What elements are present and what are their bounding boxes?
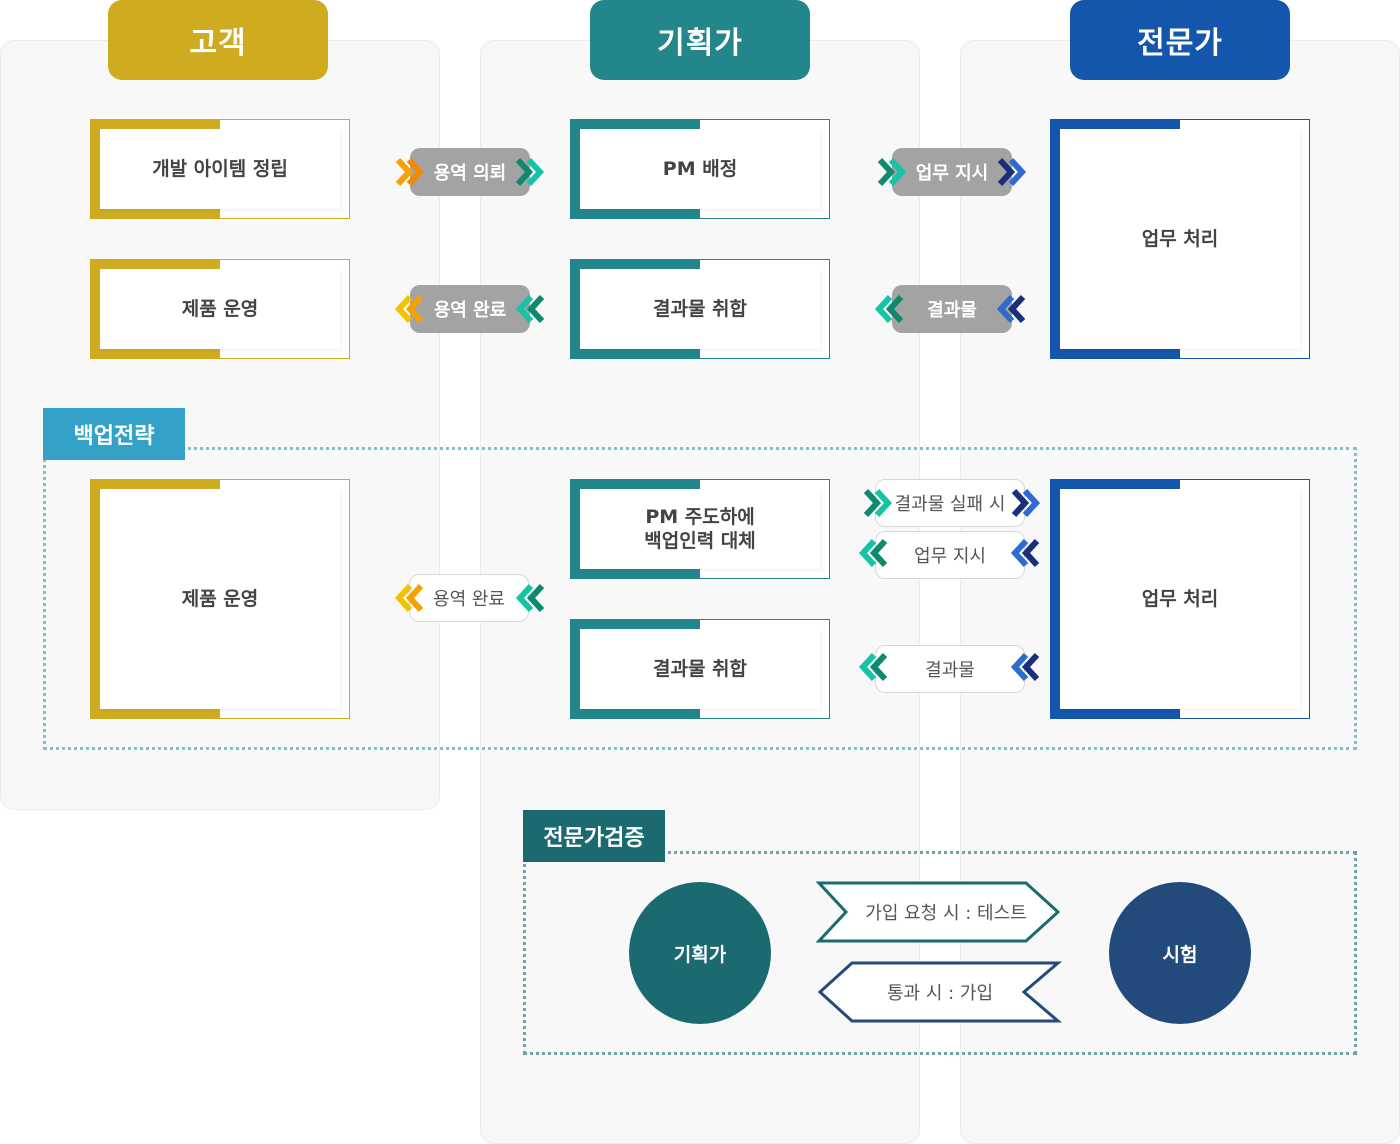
customer-item-label: 개발 아이템 정립 [100, 129, 340, 209]
arrow-right-label: 가입 요청 시 : 테스트 [865, 903, 1027, 924]
backup-planner-pm-line2: 백업인력 대체 [644, 530, 756, 552]
chevron-left-icon [515, 583, 545, 613]
request-pill: 용역 의뢰 [410, 148, 530, 196]
chevron-right-icon [515, 157, 545, 187]
backup-fail-pill-label: 결과물 실패 시 [894, 494, 1006, 515]
backup-result-pill-label: 결과물 [925, 660, 975, 681]
order-pill: 업무 지시 [892, 148, 1012, 196]
chevron-right-icon [877, 157, 907, 187]
expert-process-label: 업무 처리 [1060, 129, 1300, 349]
chevron-right-icon [863, 488, 893, 518]
chevron-right-icon [997, 157, 1027, 187]
request-pill-label: 용역 의뢰 [433, 163, 507, 184]
planner-header: 기획가 [590, 0, 810, 80]
planner-collect-box: 결과물 취합 [570, 259, 830, 359]
customer-operate-box: 제품 운영 [90, 259, 350, 359]
planner-collect-label: 결과물 취합 [580, 269, 820, 349]
backup-order-pill: 업무 지시 [875, 531, 1025, 579]
result-pill-label: 결과물 [927, 300, 977, 321]
order-pill-label: 업무 지시 [915, 163, 989, 184]
planner-pm-label: PM 배정 [580, 129, 820, 209]
backup-customer-box: 제품 운영 [90, 479, 350, 719]
chevron-left-icon [996, 294, 1026, 324]
backup-expert-box: 업무 처리 [1050, 479, 1310, 719]
chevron-right-icon [395, 157, 425, 187]
backup-expert-label: 업무 처리 [1060, 489, 1300, 709]
backup-tag: 백업전략 [43, 408, 185, 460]
verify-tag: 전문가검증 [523, 810, 665, 862]
customer-item-box: 개발 아이템 정립 [90, 119, 350, 219]
backup-planner-collect-box: 결과물 취합 [570, 619, 830, 719]
backup-order-pill-label: 업무 지시 [914, 546, 986, 567]
verify-section-border [523, 851, 1357, 1055]
planner-pm-box: PM 배정 [570, 119, 830, 219]
chevron-left-icon [394, 583, 424, 613]
chevron-left-icon [1010, 538, 1040, 568]
chevron-left-icon [515, 294, 545, 324]
backup-complete-pill: 용역 완료 [409, 574, 529, 622]
chevron-left-icon [858, 652, 888, 682]
expert-header: 전문가 [1070, 0, 1290, 80]
chevron-left-icon [858, 538, 888, 568]
chevron-left-icon [874, 294, 904, 324]
backup-fail-pill: 결과물 실패 시 [875, 479, 1025, 527]
complete-pill: 용역 완료 [410, 285, 530, 333]
exam-circle: 시험 [1109, 882, 1251, 1024]
customer-header: 고객 [108, 0, 328, 80]
chevron-left-icon [1010, 652, 1040, 682]
expert-process-box: 업무 처리 [1050, 119, 1310, 359]
backup-planner-pm-line1: PM 주도하에 [645, 506, 755, 528]
backup-result-pill: 결과물 [875, 645, 1025, 693]
arrow-right-shape [816, 881, 1061, 943]
arrow-left-shape [817, 961, 1062, 1023]
chevron-right-icon [1011, 488, 1041, 518]
backup-planner-pm-text: PM 주도하에 백업인력 대체 [580, 489, 820, 569]
arrow-left-label: 통과 시 : 가입 [886, 983, 994, 1004]
backup-section-border [43, 447, 1357, 750]
chevron-left-icon [394, 294, 424, 324]
planner-circle: 기획가 [629, 882, 771, 1024]
backup-planner-pm-box: PM 주도하에 백업인력 대체 [570, 479, 830, 579]
customer-operate-label: 제품 운영 [100, 269, 340, 349]
backup-complete-pill-label: 용역 완료 [433, 589, 505, 610]
complete-pill-label: 용역 완료 [433, 300, 507, 321]
backup-customer-label: 제품 운영 [100, 489, 340, 709]
backup-planner-collect-label: 결과물 취합 [580, 629, 820, 709]
result-pill: 결과물 [892, 285, 1012, 333]
